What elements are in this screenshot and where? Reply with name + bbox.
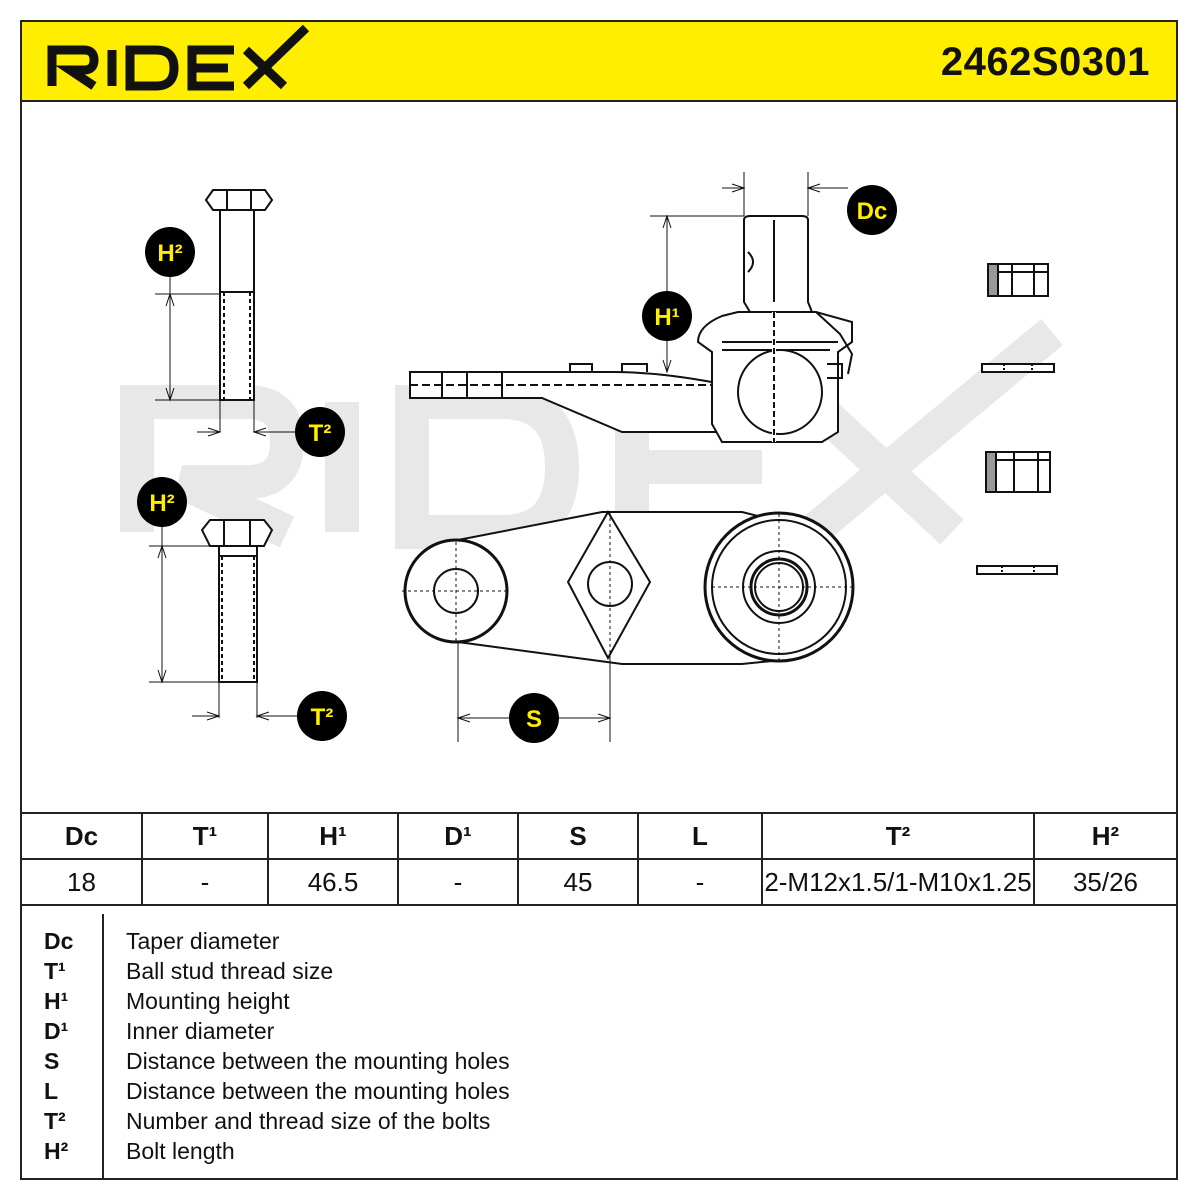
- header-t2: T²: [761, 812, 1035, 860]
- svg-text:H²: H²: [157, 240, 182, 267]
- legend-key: D¹: [44, 1018, 69, 1044]
- value-l: -: [637, 858, 763, 906]
- header-d1: D¹: [397, 812, 519, 860]
- badge-s: S: [509, 693, 559, 743]
- value-t1: -: [141, 858, 269, 906]
- legend-desc: Bolt length: [126, 1138, 235, 1164]
- ball-joint-side-view: [409, 172, 854, 443]
- brand-logo: [44, 24, 314, 105]
- legend-desc: Taper diameter: [126, 928, 280, 954]
- legend-desc: Distance between the mounting holes: [126, 1078, 510, 1104]
- bolt-short-drawing: [149, 519, 300, 721]
- legend-desc: Number and thread size of the bolts: [126, 1108, 491, 1134]
- legend-row: Dc Taper diameter: [22, 928, 1176, 958]
- value-s: 45: [517, 858, 639, 906]
- svg-text:T²: T²: [309, 420, 332, 447]
- legend-key: Dc: [44, 928, 74, 954]
- value-t2: 2-M12x1.5/1-M10x1.25: [761, 858, 1035, 906]
- spec-table: Dc T¹ H¹ D¹ S L T² H² 18 - 46.5 - 45 - 2…: [22, 812, 1176, 906]
- svg-text:T²: T²: [311, 704, 334, 731]
- badge-t2-upper: T²: [295, 407, 345, 457]
- header-h2: H²: [1033, 812, 1176, 860]
- legend-row: T¹ Ball stud thread size: [22, 958, 1176, 988]
- legend-key: T²: [44, 1108, 66, 1134]
- svg-text:H¹: H¹: [654, 304, 679, 331]
- value-h2: 35/26: [1033, 858, 1176, 906]
- legend-desc: Mounting height: [126, 988, 290, 1014]
- header-t1: T¹: [141, 812, 269, 860]
- nut-and-washer-drawings: [976, 263, 1058, 575]
- legend-desc: Distance between the mounting holes: [126, 1048, 510, 1074]
- legend-key: L: [44, 1078, 59, 1104]
- svg-text:S: S: [526, 706, 542, 733]
- header-dc: Dc: [22, 812, 143, 860]
- header-h1: H¹: [267, 812, 399, 860]
- badge-h2-lower: H²: [137, 477, 187, 527]
- legend-desc: Inner diameter: [126, 1018, 275, 1044]
- badge-h2-upper: H²: [145, 227, 195, 277]
- value-dc: 18: [22, 858, 143, 906]
- legend-key: T¹: [44, 958, 66, 984]
- legend: Dc Taper diameter T¹ Ball stud thread si…: [22, 914, 1176, 1180]
- spec-table-value-row: 18 - 46.5 - 45 - 2-M12x1.5/1-M10x1.25 35…: [22, 858, 1176, 906]
- legend-row: D¹ Inner diameter: [22, 1018, 1176, 1048]
- header-s: S: [517, 812, 639, 860]
- legend-row: H¹ Mounting height: [22, 988, 1176, 1018]
- ball-joint-top-view: [402, 510, 855, 742]
- svg-text:H²: H²: [149, 490, 174, 517]
- badge-t2-lower: T²: [297, 691, 347, 741]
- legend-key: S: [44, 1048, 60, 1074]
- legend-row: L Distance between the mounting holes: [22, 1078, 1176, 1108]
- legend-row: S Distance between the mounting holes: [22, 1048, 1176, 1078]
- badge-h1: H¹: [642, 291, 692, 341]
- bolt-long-drawing: [155, 189, 297, 437]
- legend-key: H²: [44, 1138, 69, 1164]
- svg-text:Dc: Dc: [857, 198, 888, 225]
- legend-divider: [102, 914, 104, 1180]
- header-l: L: [637, 812, 763, 860]
- value-h1: 46.5: [267, 858, 399, 906]
- value-d1: -: [397, 858, 519, 906]
- spec-sheet-frame: 2462S0301: [20, 20, 1178, 1180]
- spec-table-header-row: Dc T¹ H¹ D¹ S L T² H²: [22, 812, 1176, 860]
- technical-drawing: Dc H¹ H² T² H² T²: [22, 102, 1176, 812]
- header-bar: 2462S0301: [22, 22, 1176, 102]
- legend-row: H² Bolt length: [22, 1138, 1176, 1168]
- legend-row: T² Number and thread size of the bolts: [22, 1108, 1176, 1138]
- badge-dc: Dc: [847, 185, 897, 235]
- legend-key: H¹: [44, 988, 69, 1014]
- legend-desc: Ball stud thread size: [126, 958, 334, 984]
- part-number: 2462S0301: [940, 40, 1150, 84]
